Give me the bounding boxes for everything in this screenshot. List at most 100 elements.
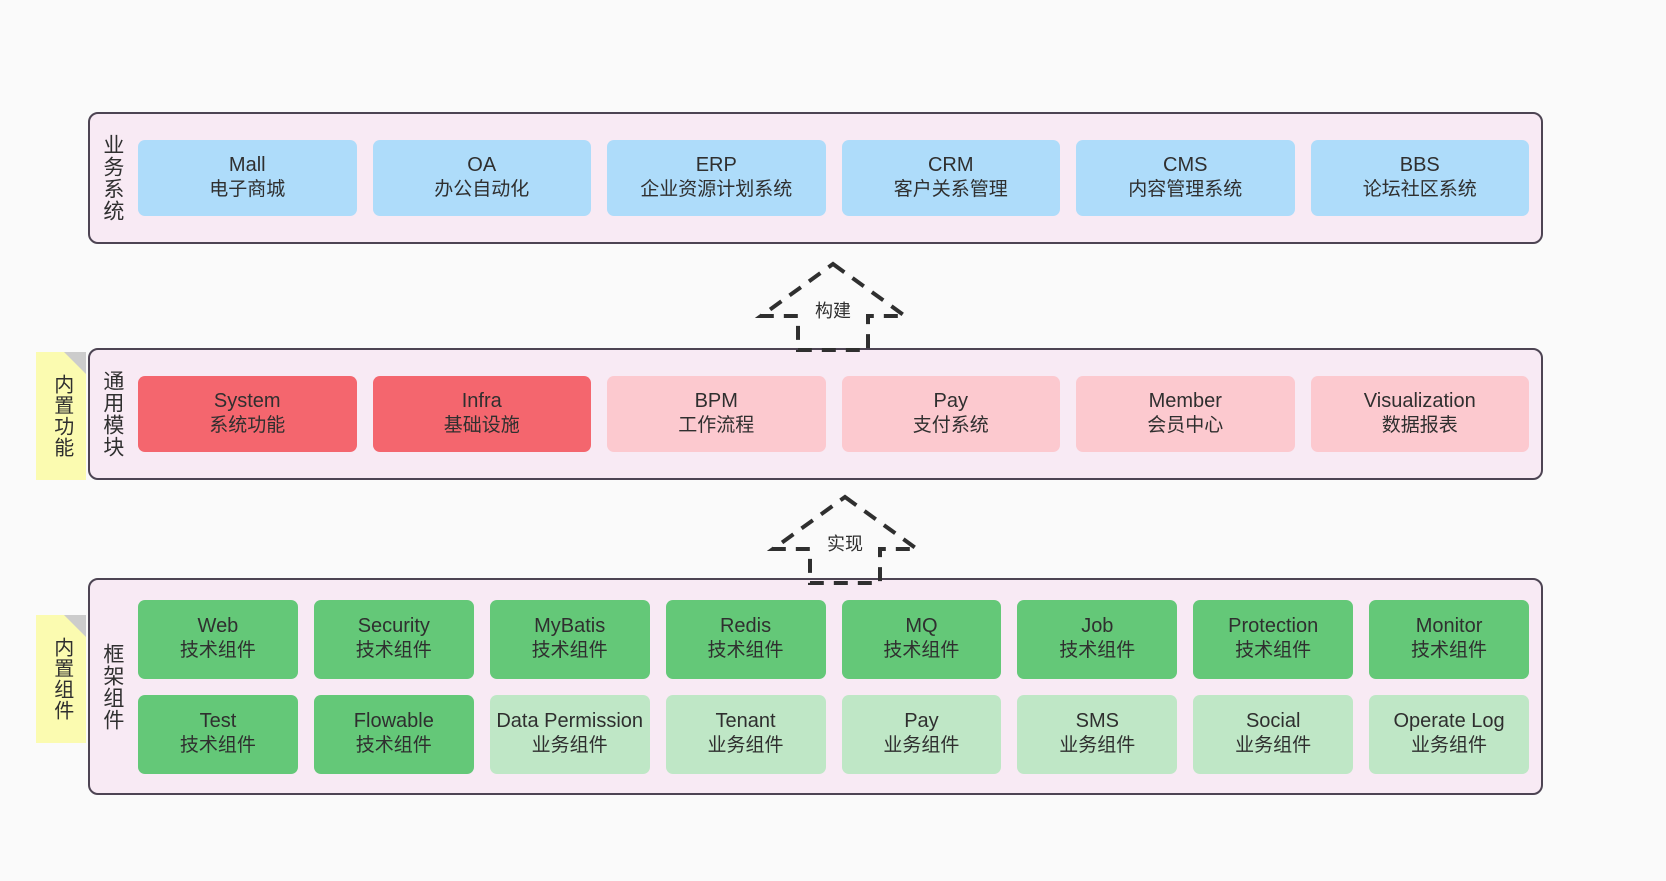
card-pay-business[interactable]: Pay 业务组件 [841,694,1002,774]
card-title-cn: 客户关系管理 [893,179,1008,201]
card-title-cn: 系统功能 [209,415,286,437]
card-title-cn: 技术组件 [355,735,432,757]
card-title-en: BBS [1399,154,1440,177]
card-cms[interactable]: CMS 内容管理系统 [1076,140,1295,216]
card-title-en: Mall [228,154,266,177]
card-title-en: Web [197,615,239,638]
card-title-cn: 业务组件 [1059,735,1136,757]
card-test[interactable]: Test 技术组件 [138,694,298,774]
layer-title-common-modules: 通用模块 [100,370,124,458]
card-title-en: Pay [904,710,939,733]
card-title-en: Flowable [353,710,434,733]
card-title-cn: 技术组件 [707,640,784,662]
card-title-cn: 数据报表 [1381,415,1458,437]
card-web[interactable]: Web 技术组件 [138,599,298,679]
card-social[interactable]: Social 业务组件 [1193,694,1354,774]
card-protection[interactable]: Protection 技术组件 [1193,599,1354,679]
card-row: Test 技术组件 Flowable 技术组件 Data Permission … [138,694,1529,774]
card-tenant[interactable]: Tenant 业务组件 [665,694,826,774]
card-title-en: Data Permission [496,710,644,733]
card-title-cn: 企业资源计划系统 [640,179,793,201]
note-text: 内置功能 [50,374,73,458]
note-built-in-features: 内置功能 [36,352,86,480]
card-title-cn: 业务组件 [1235,735,1312,757]
card-title-cn: 技术组件 [1235,640,1312,662]
card-row: System 系统功能 Infra 基础设施 BPM 工作流程 Pay 支付系统… [138,376,1529,452]
card-member[interactable]: Member 会员中心 [1076,376,1295,452]
card-title-en: System [213,390,281,413]
layer-body-business-systems: Mall 电子商城 OA 办公自动化 ERP 企业资源计划系统 CRM 客户关系… [134,114,1541,242]
card-title-en: Operate Log [1393,710,1505,733]
card-title-en: Job [1081,615,1114,638]
card-title-en: CRM [927,154,974,177]
card-title-en: Test [199,710,237,733]
layer-common-modules: 通用模块 System 系统功能 Infra 基础设施 BPM 工作流程 Pay… [88,348,1543,480]
card-title-en: Pay [933,390,968,413]
layer-title-framework-components: 框架组件 [100,642,124,731]
card-title-en: CMS [1163,154,1208,177]
card-title-cn: 工作流程 [678,415,755,437]
card-title-cn: 技术组件 [1059,640,1136,662]
card-mall[interactable]: Mall 电子商城 [138,140,357,216]
card-system[interactable]: System 系统功能 [138,376,357,452]
arrow-label-build: 构建 [815,301,851,321]
card-title-cn: 技术组件 [179,640,256,662]
card-title-cn: 办公自动化 [434,179,530,201]
card-mq[interactable]: MQ 技术组件 [841,599,1002,679]
card-infra[interactable]: Infra 基础设施 [372,376,591,452]
card-flowable[interactable]: Flowable 技术组件 [313,694,474,774]
card-monitor[interactable]: Monitor 技术组件 [1369,599,1529,679]
card-bpm[interactable]: BPM 工作流程 [607,376,826,452]
layer-business-systems: 业务系统 Mall 电子商城 OA 办公自动化 ERP 企业资源计划系统 CRM… [88,112,1543,244]
card-title-en: Member [1148,390,1222,413]
card-title-cn: 基础设施 [443,415,520,437]
card-job[interactable]: Job 技术组件 [1017,599,1178,679]
card-mybatis[interactable]: MyBatis 技术组件 [489,599,650,679]
card-title-cn: 业务组件 [1411,735,1488,757]
card-title-cn: 支付系统 [912,415,989,437]
card-security[interactable]: Security 技术组件 [313,599,474,679]
card-title-en: SMS [1075,710,1119,733]
layer-framework-components: 框架组件 Web 技术组件 Security 技术组件 MyBatis 技术组件… [88,578,1543,795]
card-title-cn: 业务组件 [531,735,608,757]
card-title-cn: 技术组件 [355,640,432,662]
layer-body-framework-components: Web 技术组件 Security 技术组件 MyBatis 技术组件 Redi… [134,580,1541,793]
card-title-cn: 业务组件 [707,735,784,757]
card-redis[interactable]: Redis 技术组件 [665,599,826,679]
card-title-en: Social [1245,710,1301,733]
card-title-cn: 业务组件 [883,735,960,757]
card-title-cn: 技术组件 [1411,640,1488,662]
card-title-cn: 会员中心 [1147,415,1224,437]
card-crm[interactable]: CRM 客户关系管理 [841,140,1060,216]
generalization-arrow-implement: 实现 [766,493,924,585]
card-title-cn: 论坛社区系统 [1362,179,1477,201]
card-title-en: Monitor [1415,615,1483,638]
card-title-en: Protection [1228,615,1319,638]
card-operate-log[interactable]: Operate Log 业务组件 [1369,694,1529,774]
card-row: Web 技术组件 Security 技术组件 MyBatis 技术组件 Redi… [138,599,1529,679]
card-sms[interactable]: SMS 业务组件 [1017,694,1178,774]
generalization-arrow-build: 构建 [754,260,912,352]
arrow-label-implement: 实现 [827,534,863,554]
card-pay[interactable]: Pay 支付系统 [841,376,1060,452]
card-data-permission[interactable]: Data Permission 业务组件 [489,694,650,774]
card-visualization[interactable]: Visualization 数据报表 [1310,376,1529,452]
card-title-en: BPM [694,390,738,413]
card-title-en: ERP [695,154,737,177]
note-built-in-components: 内置组件 [36,615,86,743]
card-title-cn: 电子商城 [209,179,286,201]
card-title-en: Tenant [715,710,776,733]
card-title-cn: 技术组件 [179,735,256,757]
note-text: 内置组件 [50,637,73,721]
card-oa[interactable]: OA 办公自动化 [372,140,591,216]
card-erp[interactable]: ERP 企业资源计划系统 [607,140,826,216]
layer-title-business-systems: 业务系统 [100,134,124,222]
card-title-en: Security [357,615,430,638]
card-title-en: Redis [719,615,772,638]
card-title-cn: 技术组件 [531,640,608,662]
layer-body-common-modules: System 系统功能 Infra 基础设施 BPM 工作流程 Pay 支付系统… [134,350,1541,478]
card-title-en: MQ [905,615,938,638]
card-bbs[interactable]: BBS 论坛社区系统 [1310,140,1529,216]
card-title-en: Infra [461,390,502,413]
